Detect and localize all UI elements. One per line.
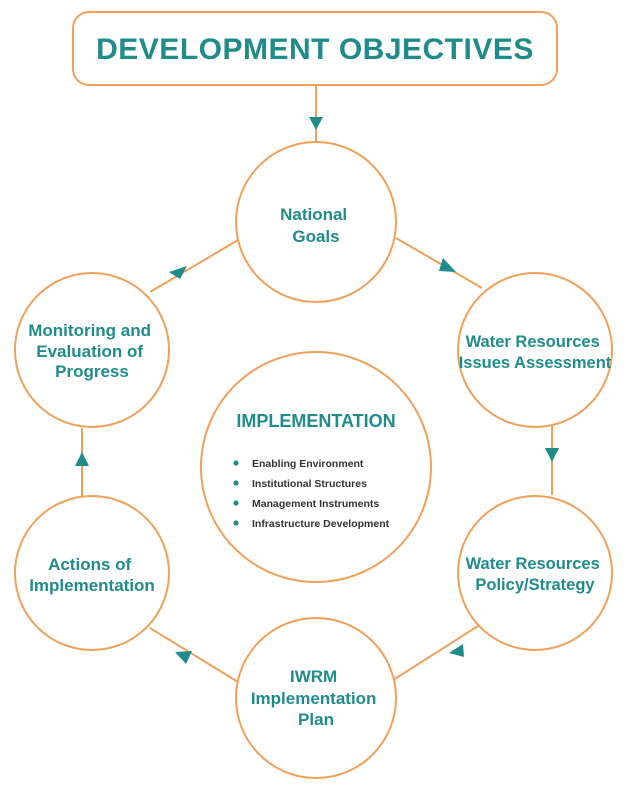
node-label-line: Progress xyxy=(55,362,129,381)
arrow-down-icon xyxy=(545,448,559,462)
node-label-line: Implementation xyxy=(29,576,155,595)
page-title: DEVELOPMENT OBJECTIVES xyxy=(96,33,534,66)
node-label-iwrm-plan: IWRM Implementation Plan xyxy=(251,667,381,729)
node-national-goals: National Goals xyxy=(235,141,397,303)
node-label-line: IWRM xyxy=(290,667,337,686)
node-actions-of-implementation: Actions of Implementation xyxy=(14,495,170,651)
list-item: Enabling Environment xyxy=(252,458,364,470)
node-label-line: National xyxy=(280,205,347,224)
connector-policy-to-plan xyxy=(389,625,479,683)
node-label-line: Plan xyxy=(298,710,334,729)
bullet-dot xyxy=(233,480,239,486)
list-item: Institutional Structures xyxy=(252,478,367,490)
node-label-line: Water Resources xyxy=(466,555,600,573)
node-label-line: Actions of xyxy=(48,555,131,574)
node-label-actions: Actions of Implementation xyxy=(29,555,155,595)
node-iwrm-implementation-plan: IWRM Implementation Plan xyxy=(235,617,397,779)
arrowheads xyxy=(75,117,559,664)
node-label-monitoring: Monitoring and Evaluation of Progress xyxy=(28,321,156,381)
bullet-list: Enabling Environment Institutional Struc… xyxy=(233,458,390,530)
bullet-dot xyxy=(233,500,239,506)
connector-monitoring-to-national-goals xyxy=(149,239,239,293)
list-item: Infrastructure Development xyxy=(252,518,390,530)
node-label-line: Policy/Strategy xyxy=(475,576,595,594)
node-label-issues-assessment: Water Resources Issues Assessment xyxy=(459,333,612,372)
node-monitoring-and-evaluation: Monitoring and Evaluation of Progress xyxy=(14,272,170,428)
arrow-up-icon xyxy=(75,452,89,466)
node-label-line: Water Resources xyxy=(466,333,600,351)
center-heading: IMPLEMENTATION xyxy=(236,411,395,431)
node-label-line: Monitoring and xyxy=(28,321,151,340)
arrow-left-icon xyxy=(175,651,192,664)
bullet-dot xyxy=(233,520,239,526)
node-label-line: Implementation xyxy=(251,689,377,708)
node-label-national-goals: National Goals xyxy=(280,205,352,246)
connector-plan-to-actions xyxy=(149,627,239,683)
node-label-policy-strategy: Water Resources Policy/Strategy xyxy=(466,555,605,594)
list-item: Management Instruments xyxy=(252,498,379,510)
node-label-line: Issues Assessment xyxy=(459,354,612,372)
bullet-dot xyxy=(233,460,239,466)
arrow-right-icon xyxy=(439,258,456,272)
node-label-line: Evaluation of xyxy=(36,342,143,361)
title-box xyxy=(72,11,558,86)
arrow-down-icon xyxy=(309,117,323,130)
center-implementation: IMPLEMENTATION Enabling Environment Inst… xyxy=(200,351,432,583)
node-label-line: Goals xyxy=(292,227,339,246)
node-water-resources-issues-assessment: Water Resources Issues Assessment xyxy=(457,272,613,428)
arrow-right-icon xyxy=(169,266,187,279)
arrow-left-icon xyxy=(449,644,464,657)
connector-national-goals-to-issues xyxy=(395,237,483,289)
node-water-resources-policy-strategy: Water Resources Policy/Strategy xyxy=(457,495,613,651)
